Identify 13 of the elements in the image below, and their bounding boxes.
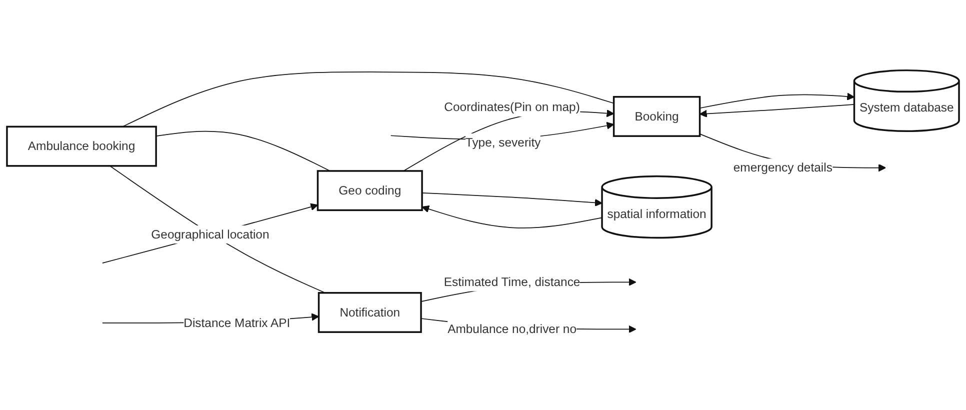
process-box: Booking [612, 96, 701, 137]
process-box: Geo coding [316, 170, 423, 212]
arrow [422, 192, 602, 207]
process-box: Ambulance booking [6, 126, 157, 167]
process-box: Notification [318, 292, 422, 333]
database-cylinder: spatial information [601, 175, 712, 239]
arrow [699, 104, 855, 118]
edge-label: Geographical location [151, 225, 270, 244]
arrow [422, 205, 602, 228]
edge-label: Type, severity [465, 133, 541, 152]
arrow [699, 92, 855, 109]
database-cylinder: System database [853, 69, 960, 132]
edge-label: emergency details [733, 158, 832, 177]
